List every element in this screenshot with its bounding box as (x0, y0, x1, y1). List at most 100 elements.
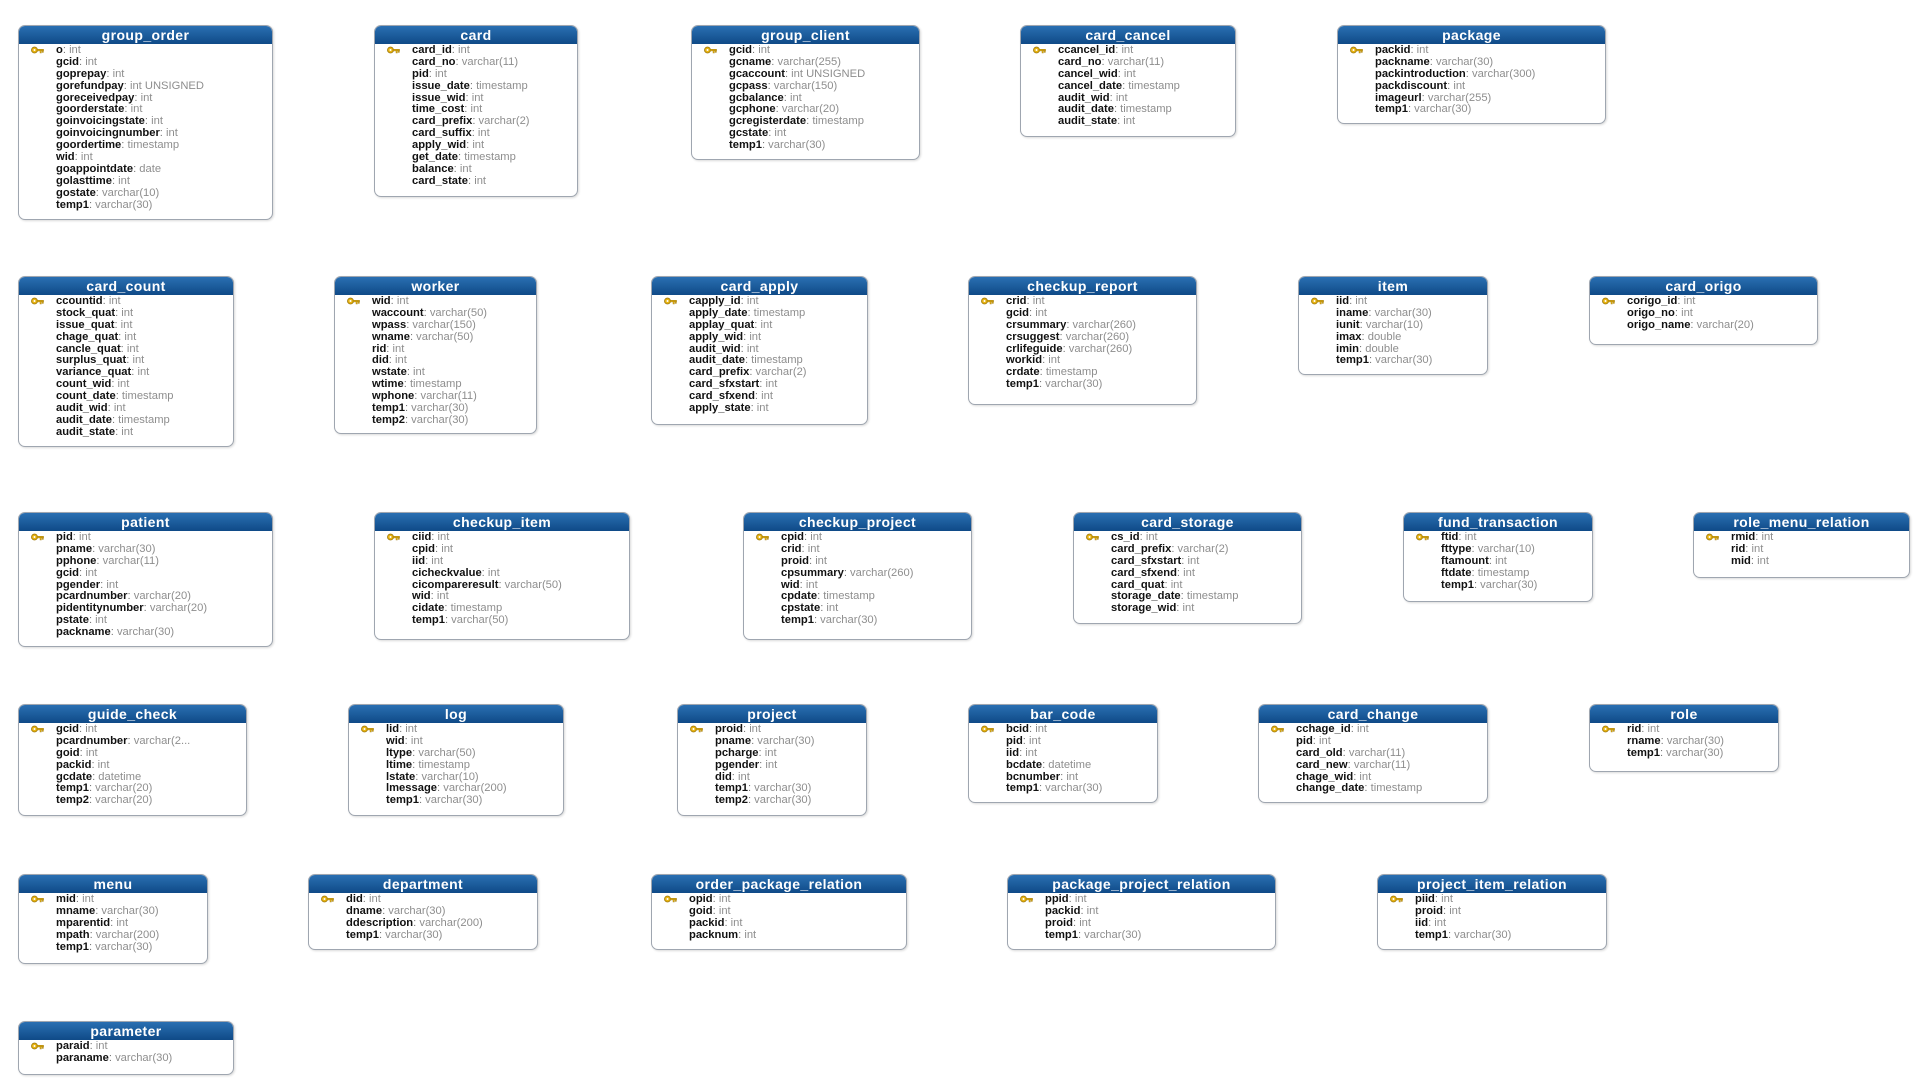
field-row[interactable]: storage_date: timestamp (1086, 591, 1297, 603)
field-row[interactable]: temp1: varchar(30) (361, 795, 559, 807)
field-row[interactable]: lmessage: varchar(200) (361, 783, 559, 795)
field-row[interactable]: proid: int (756, 556, 967, 568)
field-row[interactable]: wtime: timestamp (347, 379, 532, 391)
field-row[interactable]: wname: varchar(50) (347, 332, 532, 344)
field-row[interactable]: card_prefix: varchar(2) (1086, 544, 1297, 556)
field-row[interactable]: audit_state: int (1033, 116, 1231, 128)
field-row[interactable]: temp2: varchar(30) (347, 415, 532, 427)
field-row[interactable]: packid: int (1350, 45, 1601, 57)
field-row[interactable]: audit_date: timestamp (664, 355, 863, 367)
field-row[interactable]: cicompareresult: varchar(50) (387, 580, 625, 592)
field-row[interactable]: origo_no: int (1602, 308, 1813, 320)
field-row[interactable]: temp1: varchar(20) (31, 783, 242, 795)
field-row[interactable]: packintroduction: varchar(300) (1350, 69, 1601, 81)
field-row[interactable]: apply_state: int (664, 403, 863, 415)
field-row[interactable]: issue_date: timestamp (387, 81, 573, 93)
field-row[interactable]: card_new: varchar(11) (1271, 760, 1483, 772)
field-row[interactable]: temp1: varchar(50) (387, 615, 625, 627)
field-row[interactable]: workid: int (981, 355, 1192, 367)
field-row[interactable]: wid: int (347, 296, 532, 308)
field-row[interactable]: imageurl: varchar(255) (1350, 93, 1601, 105)
field-row[interactable]: bcid: int (981, 724, 1153, 736)
field-row[interactable]: wphone: varchar(11) (347, 391, 532, 403)
field-row[interactable]: crdate: timestamp (981, 367, 1192, 379)
field-row[interactable]: rmid: int (1706, 532, 1905, 544)
field-row[interactable]: time_cost: int (387, 104, 573, 116)
field-row[interactable]: audit_wid: int (31, 403, 229, 415)
field-row[interactable]: paraname: varchar(30) (31, 1053, 229, 1065)
field-row[interactable]: cancle_quat: int (31, 344, 229, 356)
field-row[interactable]: chage_wid: int (1271, 772, 1483, 784)
field-row[interactable]: card_suffix: int (387, 128, 573, 140)
field-row[interactable]: wpass: varchar(150) (347, 320, 532, 332)
field-row[interactable]: lstate: varchar(10) (361, 772, 559, 784)
field-row[interactable]: cpid: int (756, 532, 967, 544)
field-row[interactable]: gcregisterdate: timestamp (704, 116, 915, 128)
field-row[interactable]: temp1: varchar(30) (31, 942, 203, 954)
field-row[interactable]: pidentitynumber: varchar(20) (31, 603, 268, 615)
field-row[interactable]: count_date: timestamp (31, 391, 229, 403)
field-row[interactable]: cs_id: int (1086, 532, 1297, 544)
field-row[interactable]: dname: varchar(30) (321, 906, 533, 918)
field-row[interactable]: crsuggest: varchar(260) (981, 332, 1192, 344)
field-row[interactable]: piid: int (1390, 894, 1602, 906)
field-row[interactable]: issue_quat: int (31, 320, 229, 332)
field-row[interactable]: pcharge: int (690, 748, 862, 760)
field-row[interactable]: iid: int (1311, 296, 1483, 308)
field-row[interactable]: pname: varchar(30) (690, 736, 862, 748)
field-row[interactable]: variance_quat: int (31, 367, 229, 379)
field-row[interactable]: card_no: varchar(11) (1033, 57, 1231, 69)
field-row[interactable]: temp1: varchar(30) (347, 403, 532, 415)
field-row[interactable]: ltype: varchar(50) (361, 748, 559, 760)
field-row[interactable]: apply_date: timestamp (664, 308, 863, 320)
field-row[interactable]: card_id: int (387, 45, 573, 57)
field-row[interactable]: chage_quat: int (31, 332, 229, 344)
field-row[interactable]: get_date: timestamp (387, 152, 573, 164)
field-row[interactable]: pcardnumber: varchar(20) (31, 591, 268, 603)
field-row[interactable]: gcbalance: int (704, 93, 915, 105)
field-row[interactable]: iid: int (1390, 918, 1602, 930)
field-row[interactable]: packid: int (664, 918, 902, 930)
field-row[interactable]: stock_quat: int (31, 308, 229, 320)
field-row[interactable]: card_sfxend: int (664, 391, 863, 403)
field-row[interactable]: temp2: varchar(30) (690, 795, 862, 807)
field-row[interactable]: surplus_quat: int (31, 355, 229, 367)
field-row[interactable]: rid: int (1602, 724, 1774, 736)
field-row[interactable]: gorefundpay: int UNSIGNED (31, 81, 268, 93)
field-row[interactable]: card_no: varchar(11) (387, 57, 573, 69)
field-row[interactable]: issue_wid: int (387, 93, 573, 105)
field-row[interactable]: gcstate: int (704, 128, 915, 140)
field-row[interactable]: temp1: varchar(30) (31, 200, 268, 212)
field-row[interactable]: pcardnumber: varchar(2... (31, 736, 242, 748)
field-row[interactable]: wid: int (31, 152, 268, 164)
field-row[interactable]: temp2: varchar(20) (31, 795, 242, 807)
field-row[interactable]: mpath: varchar(200) (31, 930, 203, 942)
field-row[interactable]: temp1: varchar(30) (1311, 355, 1483, 367)
field-row[interactable]: temp1: varchar(30) (756, 615, 967, 627)
field-row[interactable]: iunit: varchar(10) (1311, 320, 1483, 332)
field-row[interactable]: opid: int (664, 894, 902, 906)
field-row[interactable]: temp1: varchar(30) (981, 783, 1153, 795)
field-row[interactable]: wid: int (361, 736, 559, 748)
field-row[interactable]: goordertime: timestamp (31, 140, 268, 152)
field-row[interactable]: crlifeguide: varchar(260) (981, 344, 1192, 356)
field-row[interactable]: card_prefix: varchar(2) (664, 367, 863, 379)
field-row[interactable]: bcnumber: int (981, 772, 1153, 784)
field-row[interactable]: paraid: int (31, 1041, 229, 1053)
field-row[interactable]: mparentid: int (31, 918, 203, 930)
field-row[interactable]: apply_wid: int (387, 140, 573, 152)
field-row[interactable]: gcid: int (31, 57, 268, 69)
field-row[interactable]: ltime: timestamp (361, 760, 559, 772)
field-row[interactable]: pid: int (31, 532, 268, 544)
